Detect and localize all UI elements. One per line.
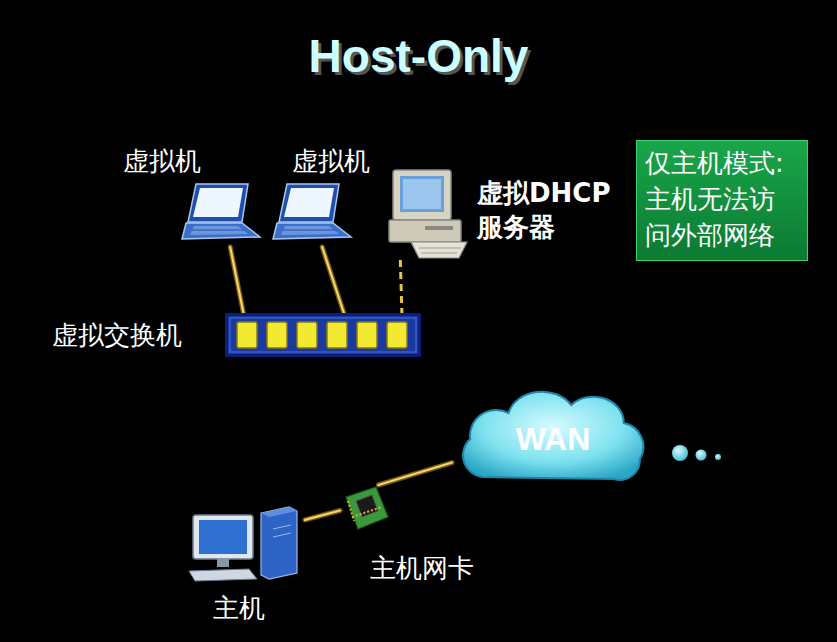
virtual-machine: 虚拟机 <box>120 142 265 247</box>
switch-port <box>297 322 317 348</box>
dhcp-server: 虚拟DHCP 服务器 <box>385 168 630 260</box>
host-computer: 主机 <box>185 505 305 629</box>
switch-port <box>357 322 377 348</box>
switch-port <box>387 322 407 348</box>
network-cable <box>230 247 243 313</box>
cable-outline <box>305 511 340 520</box>
cloud-dot <box>715 454 721 460</box>
switch-port <box>237 322 257 348</box>
node-label: 虚拟DHCP 服务器 <box>477 176 627 244</box>
title-text: Host-Only <box>309 30 529 82</box>
node-label: 虚拟机 <box>292 144 370 178</box>
laptop-icon <box>273 184 353 244</box>
cable-outline <box>378 463 452 485</box>
node-label: 主机网卡 <box>370 551 474 585</box>
node-label: 虚拟交换机 <box>52 318 182 352</box>
cable-outline <box>230 247 243 313</box>
note-box: 仅主机模式: 主机无法访 问外部网络 <box>636 140 808 261</box>
host-pc-icon <box>189 507 301 583</box>
switch-port <box>267 322 287 348</box>
cloud-dot <box>672 445 688 461</box>
host-nic: 主机网卡 <box>340 485 500 587</box>
cable-line <box>322 247 344 313</box>
nic-card-icon <box>344 487 390 531</box>
cable-line <box>400 260 402 313</box>
switch-port <box>327 322 347 348</box>
network-cable <box>400 260 402 313</box>
node-label: 仅主机模式: 主机无法访 问外部网络 <box>645 145 795 253</box>
node-label: WAN <box>452 419 654 459</box>
network-cable <box>305 511 340 520</box>
cable-outline <box>322 247 344 313</box>
virtual-switch: 虚拟交换机 <box>50 313 422 357</box>
wan-cloud: WAN <box>452 393 654 487</box>
cable-line <box>305 511 340 520</box>
switch-bar <box>225 313 421 357</box>
cloud-dot <box>696 450 707 461</box>
node-label: 主机 <box>213 591 265 625</box>
network-cable <box>378 463 452 485</box>
cable-line <box>230 247 243 313</box>
title-box: Host-Only <box>0 28 837 84</box>
server-computer-icon <box>385 168 471 260</box>
network-cable <box>322 247 344 313</box>
laptop-icon <box>182 184 262 244</box>
node-label: 虚拟机 <box>123 144 201 178</box>
cable-line <box>378 463 452 485</box>
